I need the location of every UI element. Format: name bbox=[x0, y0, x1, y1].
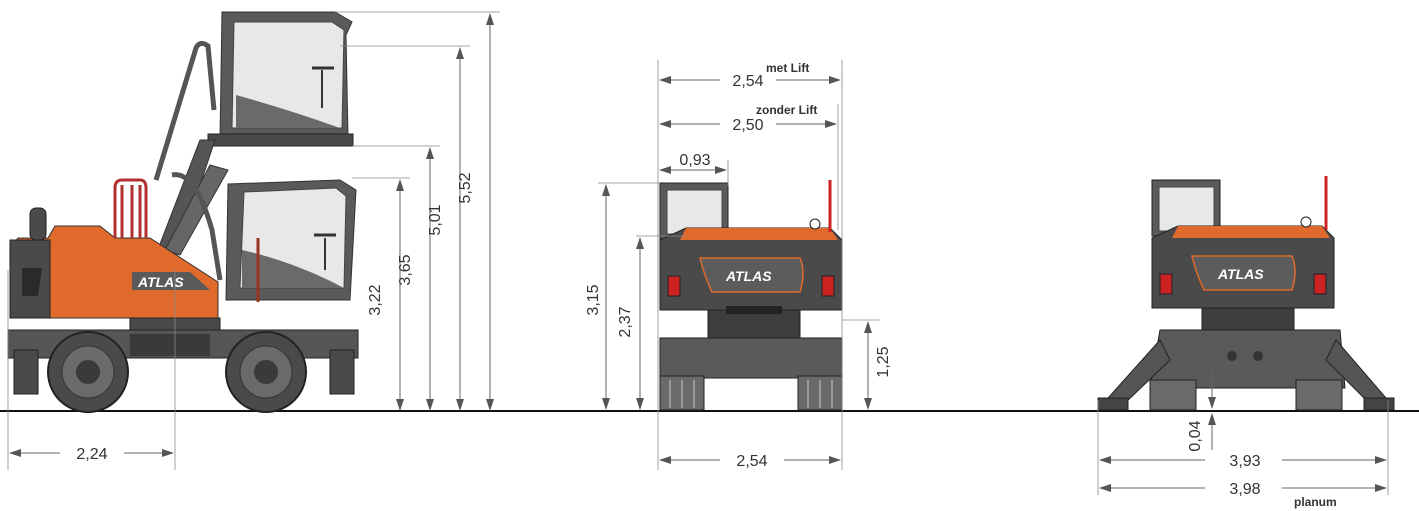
dim-track-width: 2,54 bbox=[736, 453, 767, 470]
lowered-cab bbox=[225, 179, 357, 302]
side-view-machine: ATLAS bbox=[7, 11, 359, 413]
dim-width-without-lift: 2,50 bbox=[732, 117, 763, 134]
dim-height-3-22: 3,22 bbox=[367, 284, 384, 315]
label-without-lift: zonder Lift bbox=[756, 103, 817, 117]
rear-view-machine: ATLAS bbox=[659, 180, 843, 411]
label-planum: planum bbox=[1294, 495, 1337, 509]
dim-rear-2-24: 2,24 bbox=[76, 446, 107, 463]
side-atlas-logo: ATLAS bbox=[137, 274, 184, 290]
side-view-dimensions: 3,22 3,65 5,01 5,52 2,24 bbox=[7, 11, 500, 470]
dim-support-width-planum: 3,98 bbox=[1229, 481, 1260, 498]
outrigger-view-dimensions: 0,04 3,93 3,98 planum bbox=[1097, 370, 1389, 509]
dim-height-3-65: 3,65 bbox=[397, 254, 414, 285]
raised-cab bbox=[207, 11, 354, 147]
dim-undercarriage-height: 1,25 bbox=[875, 346, 892, 377]
dim-height-5-01: 5,01 bbox=[427, 204, 444, 235]
dim-cab-width: 0,93 bbox=[679, 152, 710, 169]
dim-ground-clearance: 0,04 bbox=[1187, 420, 1204, 451]
dim-width-with-lift: 2,54 bbox=[732, 73, 763, 90]
dim-support-width: 3,93 bbox=[1229, 453, 1260, 470]
outrigger-view-machine: ATLAS bbox=[1097, 176, 1395, 411]
outrigger-atlas-logo: ATLAS bbox=[1217, 266, 1264, 282]
dim-total-height: 3,15 bbox=[585, 284, 602, 315]
dim-height-5-52: 5,52 bbox=[457, 172, 474, 203]
dim-counterweight-height: 2,37 bbox=[617, 306, 634, 337]
rear-view-dimensions: 2,54 met Lift 2,50 zonder Lift 0,93 3,15… bbox=[585, 60, 892, 470]
side-wheels bbox=[47, 331, 307, 413]
label-with-lift: met Lift bbox=[766, 61, 809, 75]
rear-atlas-logo: ATLAS bbox=[725, 268, 772, 284]
